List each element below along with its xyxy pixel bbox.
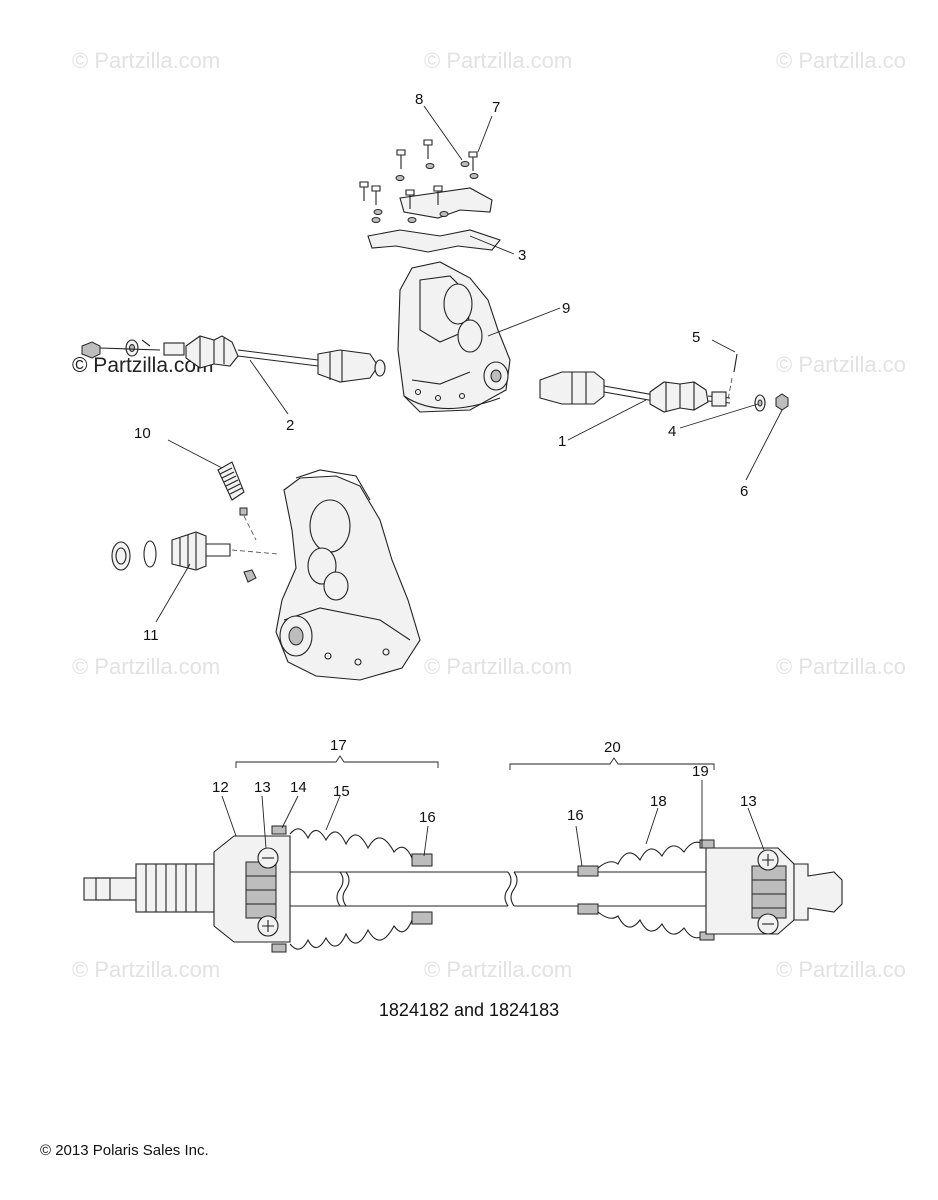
callout-11: 11 xyxy=(143,627,159,644)
watermark: © Partzilla.com xyxy=(72,957,220,982)
callout-15: 15 xyxy=(333,783,350,800)
watermark: © Partzilla.co xyxy=(776,48,906,73)
watermark: © Partzilla.com xyxy=(72,354,214,377)
callout-10: 10 xyxy=(134,425,151,442)
callout-6: 6 xyxy=(740,483,748,500)
callout-17: 17 xyxy=(330,737,347,754)
castle-nut xyxy=(775,393,789,411)
bracket-17 xyxy=(235,755,439,768)
watermark: © Partzilla.com xyxy=(424,654,572,679)
callout-16: 16 xyxy=(419,809,436,826)
callout-8: 8 xyxy=(415,91,423,108)
bolt-set xyxy=(359,139,478,209)
watermark: © Partzilla.com xyxy=(72,654,220,679)
callout-12: 12 xyxy=(212,779,229,796)
watermark: © Partzilla.co xyxy=(776,957,906,982)
washer-set xyxy=(371,161,479,223)
cotter-pin xyxy=(733,353,738,373)
watermark: © Partzilla.com xyxy=(424,48,572,73)
callout-14: 14 xyxy=(290,779,307,796)
leader-lines xyxy=(155,105,783,623)
watermark-layer: © Partzilla.com © Partzilla.com © Partzi… xyxy=(72,48,906,982)
callout-13: 13 xyxy=(740,793,757,810)
callout-5: 5 xyxy=(692,329,700,346)
axle-cross-section xyxy=(83,755,843,953)
right-front-axle xyxy=(539,353,789,413)
callout-18: 18 xyxy=(650,793,667,810)
copyright-notice: © 2013 Polaris Sales Inc. xyxy=(40,1142,209,1159)
callout-2: 2 xyxy=(286,417,294,434)
callout-labels: 8 7 3 9 5 2 1 4 6 10 11 17 20 12 13 14 1… xyxy=(134,91,757,826)
pinion-assembly xyxy=(111,461,279,583)
watermark: © Partzilla.com xyxy=(72,48,220,73)
assembly-part-numbers: 1824182 and 1824183 xyxy=(378,1000,560,1020)
mounting-bracket-lower xyxy=(367,229,501,253)
watermark: © Partzilla.co xyxy=(776,352,906,377)
callout-9: 9 xyxy=(562,300,570,317)
callout-4: 4 xyxy=(668,423,676,440)
mounting-bracket-upper xyxy=(399,187,493,219)
callout-3: 3 xyxy=(518,247,526,264)
callout-16: 16 xyxy=(567,807,584,824)
mounting-bracket-group xyxy=(359,139,501,253)
callout-7: 7 xyxy=(492,99,500,116)
front-gearcase xyxy=(397,261,511,413)
bracket-20 xyxy=(509,757,715,770)
watermark: © Partzilla.co xyxy=(776,654,906,679)
callout-1: 1 xyxy=(558,433,566,450)
callout-19: 19 xyxy=(692,763,709,780)
left-front-axle xyxy=(81,335,386,383)
snap-ring xyxy=(143,540,157,568)
rear-gearcase xyxy=(275,469,421,681)
pinion-gear xyxy=(171,531,207,571)
callout-13: 13 xyxy=(254,779,271,796)
watermark: © Partzilla.com xyxy=(424,957,572,982)
callout-20: 20 xyxy=(604,739,621,756)
